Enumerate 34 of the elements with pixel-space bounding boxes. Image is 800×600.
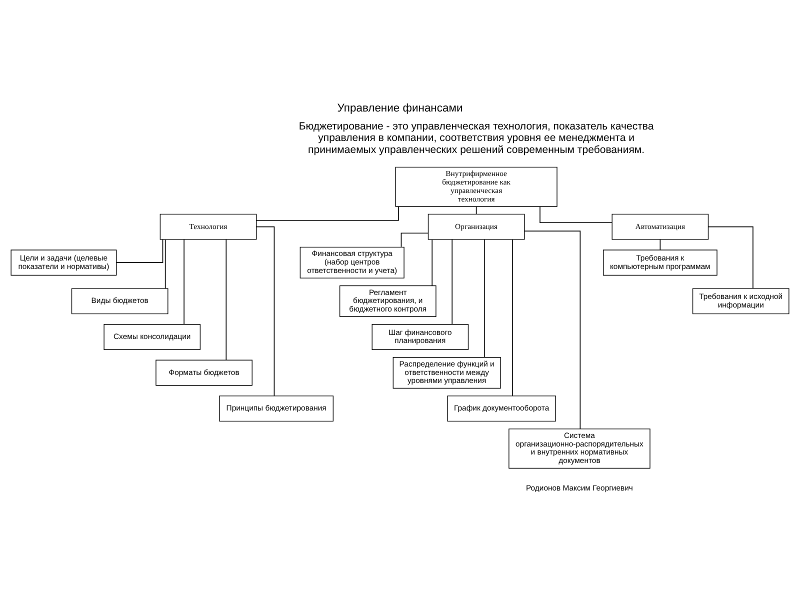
connector [484,238,485,358]
connector [226,238,227,360]
node-box: Технология [160,213,257,240]
connector [512,238,513,396]
connector [452,238,453,324]
node-box: Финансовая структура (набор центров ответственности и учета) [300,246,404,278]
node-box: Требования к исходной информации [692,288,790,314]
connector [256,226,275,396]
diagram-title: Управление финансами [337,102,463,114]
node-box: Схемы консолидации [104,324,201,350]
node-box: Система организационно-распорядительных и внутренних нормативных документов [508,428,650,468]
connector [660,238,661,250]
connector [400,232,429,247]
label: Бюджетирование - это управленческая технология, показатель качества управления в компании, соответствия уровня ее менеджмента и принимаемых управленческих решений современным требованиям. [298,120,654,156]
connector [540,206,612,223]
node-box: Шаг финансового планирования [372,324,469,350]
connector [116,238,164,263]
connector [164,238,166,288]
node-box: Автоматизация [612,213,709,240]
connector [432,238,433,286]
node-box: Виды бюджетов [71,288,168,314]
node-box: Форматы бюджетов [156,359,252,386]
label: Родионов Максим Георгиевич [526,483,633,492]
node-box: Распределение функций и ответственности между уровнями управления [392,356,501,388]
connector [256,206,399,220]
connector [524,230,581,429]
node-box: Требования к компьютерным программам [602,249,718,276]
node-box: График документооборота [447,395,556,422]
node-box: Внутрифирменное бюджетирование как управленческая технология [395,166,558,206]
node-box: Регламент бюджетирования, и бюджетного контроля [339,284,436,316]
node-box: Принципы бюджетирования [219,395,334,422]
connector [708,226,754,288]
node-box: Цели и задачи (целевые показатели и нормативы) [10,249,117,276]
node-box: Организация [428,213,525,240]
